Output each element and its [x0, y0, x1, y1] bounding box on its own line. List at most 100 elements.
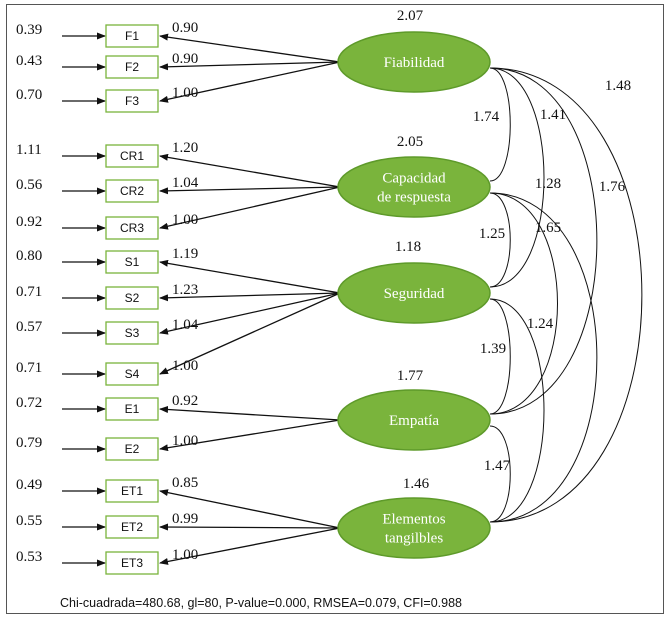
- covariance-value: 1.47: [484, 458, 511, 474]
- error-variance: 0.72: [16, 395, 42, 411]
- loading-arrow: [159, 489, 341, 529]
- latent-label: Seguridad: [384, 286, 445, 302]
- indicator-box: [105, 437, 159, 461]
- error-variance: 0.56: [16, 177, 43, 193]
- loading-value: 0.90: [172, 51, 198, 67]
- indicator-box: [105, 250, 159, 274]
- loading-value: 1.04: [172, 317, 199, 333]
- covariance-arc: [489, 67, 545, 288]
- indicator-label: E1: [125, 402, 140, 416]
- loading-arrow: [159, 186, 341, 195]
- indicator-label: S4: [125, 367, 140, 381]
- loading-arrow: [159, 405, 341, 421]
- error-variance: 0.39: [16, 22, 42, 38]
- loading-value: 1.00: [172, 212, 198, 228]
- covariance-value: 1.24: [527, 316, 554, 332]
- covariance-value: 1.48: [605, 78, 631, 94]
- error-variance: 0.71: [16, 284, 42, 300]
- covariance-arc: [489, 425, 511, 523]
- indicator-label: ET3: [121, 556, 143, 570]
- figure-border: [6, 4, 664, 614]
- indicator-box: [105, 179, 159, 203]
- indicator-label: F2: [125, 60, 139, 74]
- latent-variance: 1.18: [395, 239, 421, 255]
- loading-arrow: [159, 419, 341, 452]
- indicator-label: CR3: [120, 221, 144, 235]
- indicator-label: CR2: [120, 184, 144, 198]
- indicator-box: [105, 55, 159, 79]
- covariance-value: 1.65: [535, 220, 561, 236]
- covariance-arc: [489, 298, 511, 415]
- indicator-label: ET1: [121, 484, 143, 498]
- error-variance: 1.11: [16, 142, 42, 158]
- indicator-label: S3: [125, 326, 140, 340]
- error-variance: 0.80: [16, 248, 42, 264]
- covariance-arc: [489, 192, 558, 415]
- loading-arrow: [159, 292, 341, 375]
- loading-arrow: [159, 61, 341, 71]
- loading-value: 1.00: [172, 433, 198, 449]
- error-variance: 0.55: [16, 513, 42, 529]
- indicator-box: [105, 551, 159, 575]
- error-variance: 0.71: [16, 360, 42, 376]
- indicator-box: [105, 321, 159, 345]
- latent-et: [337, 497, 491, 559]
- loading-arrow: [159, 523, 341, 531]
- error-variance: 0.53: [16, 549, 42, 565]
- loading-value: 0.92: [172, 393, 198, 409]
- covariance-value: 1.74: [473, 109, 500, 125]
- indicator-box: [105, 89, 159, 113]
- loading-value: 0.90: [172, 20, 198, 36]
- loading-value: 1.00: [172, 547, 198, 563]
- latent-label: Elementos: [382, 512, 445, 528]
- indicator-box: [105, 144, 159, 168]
- latent-label: de respuesta: [377, 190, 451, 206]
- indicator-label: S2: [125, 291, 140, 305]
- error-variance: 0.57: [16, 319, 43, 335]
- loading-value: 0.99: [172, 511, 198, 527]
- loading-value: 1.20: [172, 140, 198, 156]
- latent-variance: 1.46: [403, 476, 430, 492]
- loading-value: 1.00: [172, 358, 198, 374]
- covariance-arc: [489, 192, 598, 523]
- covariance-arc: [489, 192, 511, 288]
- error-variance: 0.43: [16, 53, 42, 69]
- indicator-box: [105, 216, 159, 240]
- latent-cr: [337, 156, 491, 218]
- latent-variance: 2.07: [397, 8, 424, 24]
- loading-value: 1.19: [172, 246, 198, 262]
- latent-e: [337, 389, 491, 451]
- covariance-value: 1.28: [535, 176, 561, 192]
- loading-arrow: [159, 292, 341, 335]
- loading-arrow: [159, 527, 341, 565]
- fit-statistics: Chi-cuadrada=480.68, gl=80, P-value=0.00…: [60, 596, 462, 610]
- latent-label: Fiabilidad: [384, 55, 445, 71]
- indicator-box: [105, 24, 159, 48]
- latent-variance: 1.77: [397, 368, 424, 384]
- indicator-label: F1: [125, 29, 139, 43]
- loading-arrow: [159, 292, 341, 302]
- loading-arrow: [159, 186, 341, 230]
- loading-value: 1.04: [172, 175, 199, 191]
- indicator-label: S1: [125, 255, 140, 269]
- indicator-label: F3: [125, 94, 139, 108]
- indicator-label: ET2: [121, 520, 143, 534]
- loading-value: 1.23: [172, 282, 198, 298]
- latent-s: [337, 262, 491, 324]
- indicator-box: [105, 362, 159, 386]
- indicator-box: [105, 397, 159, 421]
- latent-label: Capacidad: [382, 171, 446, 187]
- error-variance: 0.92: [16, 214, 42, 230]
- indicator-box: [105, 479, 159, 503]
- loading-value: 1.00: [172, 85, 198, 101]
- covariance-value: 1.39: [480, 341, 506, 357]
- latent-label: tangilbles: [385, 531, 443, 547]
- covariance-arc: [489, 298, 545, 523]
- covariance-value: 1.41: [540, 107, 566, 123]
- indicator-label: CR1: [120, 149, 144, 163]
- loading-arrow: [159, 259, 341, 294]
- latent-variance: 2.05: [397, 134, 423, 150]
- covariance-value: 1.25: [479, 226, 505, 242]
